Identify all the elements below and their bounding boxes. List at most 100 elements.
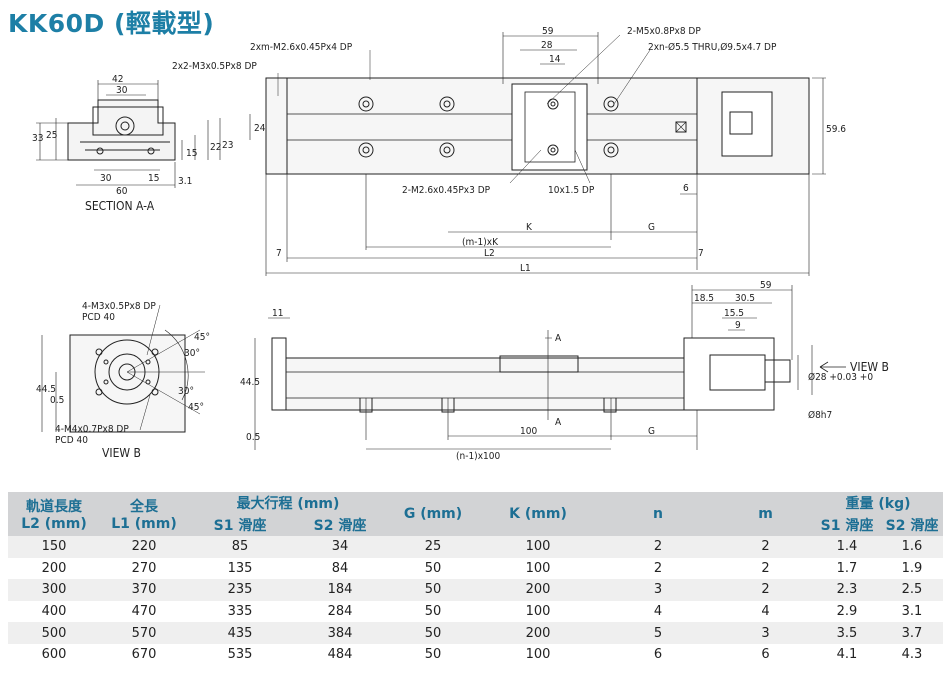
- dim-text: 59: [542, 26, 554, 37]
- table-cell: 2: [598, 536, 718, 558]
- table-cell: 6: [718, 643, 813, 666]
- table-cell: 85: [188, 536, 292, 558]
- table-cell: 4.1: [813, 643, 881, 666]
- dim-text: L1: [520, 263, 531, 274]
- table-cell: 50: [388, 557, 478, 580]
- dim-text: Ø8h7: [808, 409, 832, 421]
- dim-text: 3.1: [178, 176, 192, 187]
- col-subheader: S1 滑座: [188, 514, 292, 536]
- table-cell: 3: [718, 622, 813, 644]
- dim-text: 44.5: [240, 377, 260, 388]
- table-cell: 84: [292, 557, 388, 580]
- dim-text: 30: [100, 173, 112, 184]
- dim-text: 25: [46, 130, 57, 141]
- dim-text: 23: [222, 140, 233, 151]
- dim-text: 30°: [178, 386, 194, 397]
- table-cell: 2.5: [881, 579, 943, 601]
- table-cell: 100: [478, 536, 598, 558]
- dim-text: 33: [32, 133, 43, 144]
- note-text: 10x1.5 DP: [548, 185, 595, 196]
- dim-text: 24: [254, 123, 266, 134]
- dim-text: 9: [735, 320, 741, 331]
- dim-text: K: [526, 222, 533, 233]
- table-cell: 435: [188, 622, 292, 644]
- dim-text: 7: [698, 248, 704, 259]
- dim-text: (m-1)xK: [462, 237, 499, 248]
- dim-text: G: [648, 426, 655, 437]
- col-header: 最大行程 (mm): [188, 492, 388, 514]
- table-cell: 4: [598, 600, 718, 623]
- table-cell: 3.1: [881, 600, 943, 623]
- dim-text: 30°: [184, 348, 200, 359]
- table-cell: 200: [478, 579, 598, 601]
- dim-text: 7: [276, 248, 282, 259]
- table-cell: 384: [292, 622, 388, 644]
- dim-text: Ø28 +0.03 +0: [808, 371, 873, 383]
- table-cell: 34: [292, 536, 388, 558]
- dim-text: 6: [683, 183, 689, 194]
- dim-text: 15.5: [724, 308, 744, 319]
- dim-text: 45°: [188, 402, 204, 413]
- table-cell: 300: [8, 579, 100, 601]
- note-text: 2xn-Ø5.5 THRU,Ø9.5x4.7 DP: [648, 41, 777, 53]
- view-b: [41, 304, 205, 433]
- note-text: 2x2-M3x0.5Px8 DP: [172, 61, 257, 72]
- table-cell: 670: [100, 643, 188, 666]
- dim-text: 11: [272, 308, 283, 319]
- note-text: 2-M5x0.8Px8 DP: [627, 26, 701, 37]
- col-header: K (mm): [478, 492, 598, 536]
- dim-text: 18.5: [694, 293, 714, 304]
- dim-text: A: [555, 333, 562, 344]
- note-text: 2xm-M2.6x0.45Px4 DP: [250, 42, 353, 53]
- table-cell: 25: [388, 536, 478, 558]
- dim-text: 15: [148, 173, 159, 184]
- table-cell: 50: [388, 622, 478, 644]
- note-text: PCD 40: [82, 312, 115, 323]
- dim-text: 30.5: [735, 293, 755, 304]
- table-cell: 5: [598, 622, 718, 644]
- table-cell: 235: [188, 579, 292, 601]
- note-text: PCD 40: [55, 435, 88, 446]
- col-header: G (mm): [388, 492, 478, 536]
- col-subheader: S2 滑座: [292, 514, 388, 536]
- dim-text: 0.5: [50, 395, 64, 406]
- table-cell: 500: [8, 622, 100, 644]
- top-view: [249, 32, 826, 276]
- table-cell: 2: [718, 536, 813, 558]
- table-cell: 50: [388, 600, 478, 623]
- table-cell: 200: [8, 557, 100, 580]
- table-cell: 2: [718, 579, 813, 601]
- col-header: m: [718, 492, 813, 536]
- table-cell: 3.5: [813, 622, 881, 644]
- table-cell: 4.3: [881, 643, 943, 666]
- dim-text: (n-1)x100: [456, 451, 500, 462]
- dim-text: 22: [210, 142, 221, 153]
- view-b-label: VIEW B: [102, 446, 141, 460]
- dim-text: 14: [549, 54, 561, 65]
- table-cell: 1.6: [881, 536, 943, 558]
- table-cell: 270: [100, 557, 188, 580]
- table-cell: 6: [598, 643, 718, 666]
- table-cell: 200: [478, 622, 598, 644]
- table-cell: 50: [388, 643, 478, 666]
- table-cell: 2: [598, 557, 718, 580]
- table-cell: 150: [8, 536, 100, 558]
- note-text: 4-M3x0.5Px8 DP: [82, 301, 156, 312]
- table-cell: 100: [478, 557, 598, 580]
- dim-text: 44.5: [36, 384, 56, 395]
- technical-drawing: 42 30 33 25 22 15 23 30 15 60 3.1 2x2-M3…: [32, 26, 889, 462]
- section-label: SECTION A-A: [85, 199, 155, 213]
- table-cell: 100: [478, 643, 598, 666]
- section-a-a: [36, 80, 221, 188]
- table-cell: 1.9: [881, 557, 943, 580]
- view-b-label: VIEW B: [850, 360, 889, 374]
- dim-text: 59: [760, 280, 772, 291]
- table-cell: 484: [292, 643, 388, 666]
